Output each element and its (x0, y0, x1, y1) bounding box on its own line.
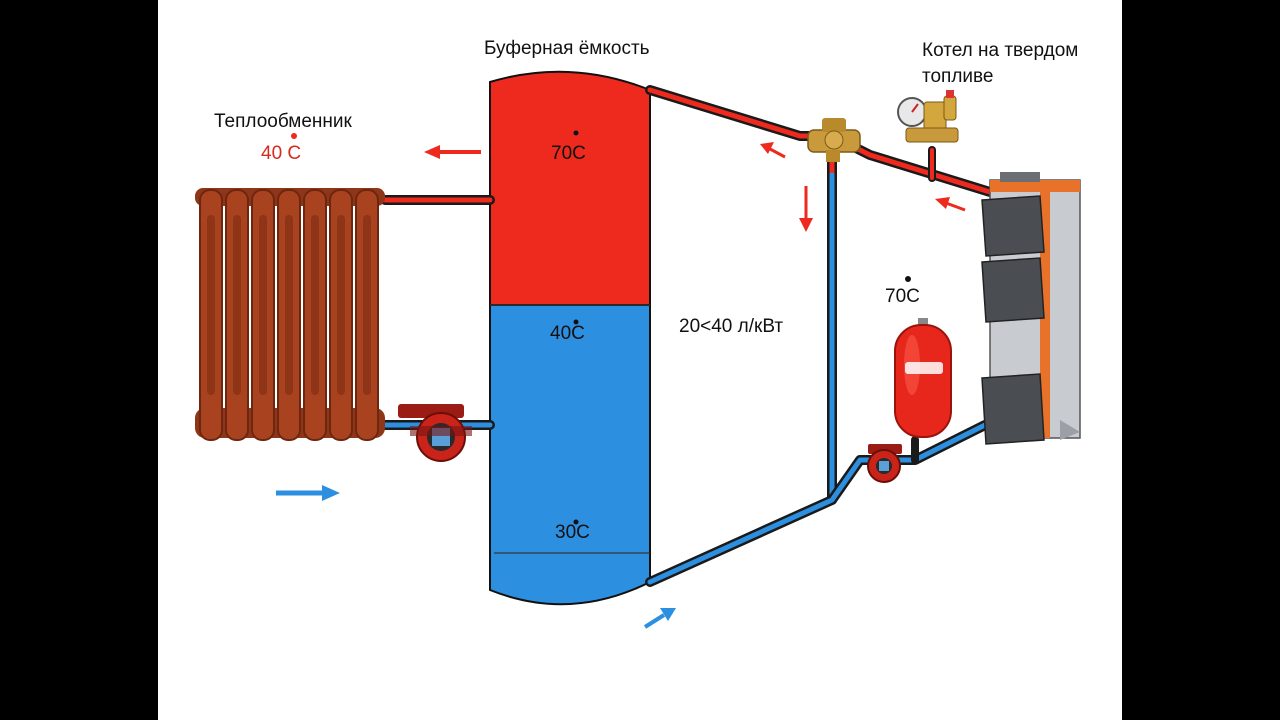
arrow-hot-down-icon (799, 186, 813, 232)
boiler-title: Котел на твердом топливе (922, 40, 1079, 87)
arrow-hot-boiler-icon (935, 197, 966, 212)
tank-hot-zone (489, 70, 651, 306)
tank-bottom-temp: 30С (555, 522, 590, 543)
heat-exchanger-title: Теплообменник (214, 111, 352, 132)
boiler-side-temp: 70С (885, 286, 920, 307)
pump-boiler (867, 444, 902, 483)
expansion-tank (894, 318, 952, 438)
volume-ratio-label: 20<40 л/кВт (679, 316, 784, 337)
heating-diagram (195, 70, 1081, 629)
tank-mid-temp: 40С (550, 323, 585, 344)
temp-probe-mid (573, 319, 579, 325)
arrow-cold-up-icon (643, 608, 676, 629)
watermark: Va (1010, 442, 1029, 459)
tank-top-temp: 70С (551, 143, 586, 164)
temp-probe-top (573, 130, 579, 136)
temp-probe-bottom (573, 519, 579, 525)
arrow-cold-right-icon (276, 485, 340, 501)
three-way-valve (807, 118, 861, 162)
buffer-tank-title: Буферная ёмкость (484, 38, 650, 59)
tank-cold-zone (489, 304, 651, 606)
solid-fuel-boiler (981, 172, 1081, 445)
radiator (195, 188, 385, 441)
buffer-tank (489, 70, 651, 606)
flow-arrows (276, 142, 966, 629)
tank-bottom-line (494, 552, 650, 554)
temp-probe-boiler (905, 276, 911, 282)
arrow-hot-valve-icon (760, 142, 786, 159)
pipes (375, 85, 995, 587)
heat-exchanger-temp: 40 С (261, 143, 302, 164)
safety-group (897, 90, 959, 143)
pipe-cold-boiler (647, 422, 988, 585)
pump-radiator (398, 404, 472, 462)
arrow-hot-left-icon (424, 145, 481, 159)
temp-probe-radiator (291, 133, 297, 139)
slide: Буферная ёмкость Котел на твердом топлив… (158, 0, 1122, 720)
